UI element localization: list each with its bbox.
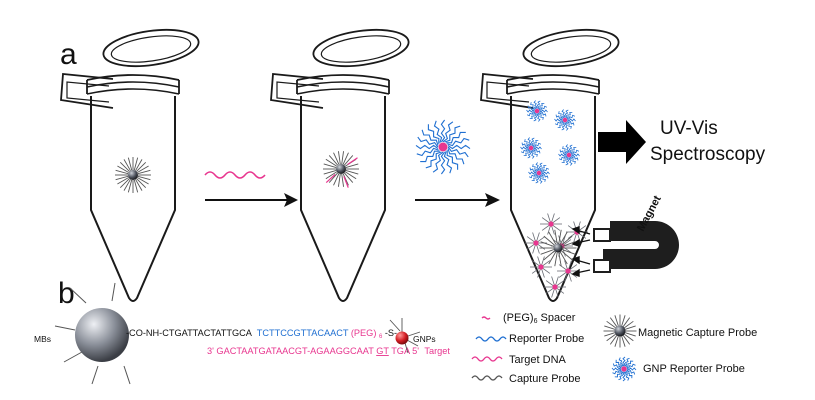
hybridized-probe-icon <box>323 151 359 188</box>
legend-spacer: (PEG)6 Spacer <box>481 312 576 325</box>
svg-text:Reporter Probe: Reporter Probe <box>509 333 584 345</box>
tube-3-contents <box>520 100 588 298</box>
tube-3 <box>480 28 620 302</box>
legend-target-dna: Target DNA <box>471 354 567 366</box>
output-arrow-icon <box>598 120 646 164</box>
tube-2 <box>270 28 410 302</box>
legend-gnp-reporter-probe: GNP Reporter Probe <box>643 363 745 375</box>
legend: (PEG)6 Spacer Reporter Probe Target DNA … <box>471 312 757 385</box>
legend-reporter-probe: Reporter Probe <box>475 333 584 345</box>
target-dna-icon <box>204 171 266 179</box>
magnet-icon <box>593 221 679 273</box>
capture-sequence: -CO-NH-CTGATTACTATTGCA TCTTCCGTTACAACT (… <box>126 328 397 340</box>
legend-magnetic-capture-probe: Magnetic Capture Probe <box>638 327 757 339</box>
gnp-particle-icon <box>389 318 421 354</box>
gnp-reporter-probe-icon <box>415 119 471 175</box>
arrow-step-1 <box>205 193 298 207</box>
gnps-label: GNPs <box>413 334 436 344</box>
tube-1 <box>60 28 200 302</box>
output-label-spectroscopy: Spectroscopy <box>650 144 766 165</box>
panel-label-b: b <box>58 277 75 310</box>
panel-label-a: a <box>60 38 77 71</box>
output-label-uv-vis: UV-Vis <box>660 118 718 139</box>
mbs-label: MBs <box>34 334 51 344</box>
svg-text:Capture Probe: Capture Probe <box>509 373 581 385</box>
legend-capture-probe: Capture Probe <box>471 373 581 385</box>
magnetic-capture-probe-icon <box>115 157 151 193</box>
target-sequence: 3' GACTAATGATAACGT-AGAAGGCAAT GT TGA 5' … <box>207 346 450 356</box>
arrow-step-2 <box>415 193 500 207</box>
svg-text:Target DNA: Target DNA <box>509 354 567 366</box>
legend-magnetic-capture-probe-icon <box>603 314 637 348</box>
magnetic-field-arrows-icon <box>571 226 591 277</box>
magnetic-bead-icon <box>54 282 131 385</box>
svg-text:(PEG)6 Spacer: (PEG)6 Spacer <box>503 312 576 325</box>
legend-gnp-reporter-probe-icon <box>611 356 637 382</box>
